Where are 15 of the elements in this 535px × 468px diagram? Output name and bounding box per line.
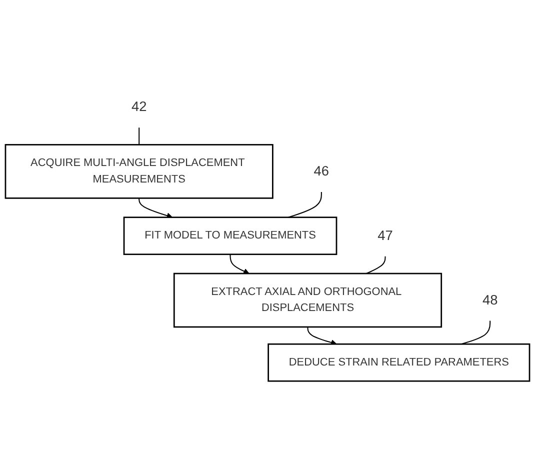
connector xyxy=(461,321,491,345)
node-text: 47 xyxy=(378,228,393,244)
connector xyxy=(138,128,140,145)
arrow xyxy=(138,198,173,219)
node-box: FIT MODEL TO MEASUREMENTS xyxy=(123,216,338,256)
node-box: EXTRACT AXIAL AND ORTHOGONAL DISPLACEMENTS xyxy=(173,273,442,328)
arrow xyxy=(230,254,250,274)
node-text: 46 xyxy=(314,164,330,180)
arrow xyxy=(307,327,337,346)
connector xyxy=(288,192,322,218)
node-text: 42 xyxy=(131,100,147,115)
node-box: DEDUCE STRAIN RELATED PARAMETERS xyxy=(268,344,530,382)
node-box: ACQUIRE MULTI-ANGLE DISPLACEMENT MEASUREMENTS xyxy=(4,144,274,200)
node-text: 48 xyxy=(482,292,498,308)
connector xyxy=(366,256,386,274)
